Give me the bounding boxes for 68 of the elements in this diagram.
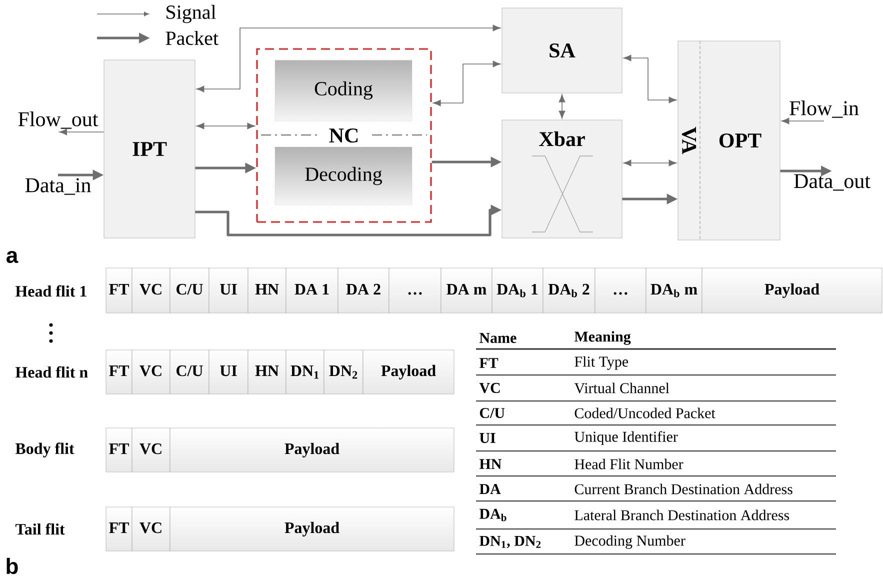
table-cell: C/U xyxy=(480,408,505,418)
port-label: Flow_out xyxy=(18,112,98,129)
signal-arrow xyxy=(781,118,824,124)
table-cell: DN$_{1}$, DN$_{2}$ xyxy=(479,536,541,548)
table-cell: Decoding Number xyxy=(574,535,686,549)
table-cell: DA xyxy=(479,484,501,494)
row-label: Head flit n xyxy=(15,366,88,378)
field-cell: VC xyxy=(132,350,170,394)
arbiter-block: SA xyxy=(502,8,622,94)
table-cell: Virtual Channel xyxy=(574,382,670,394)
field-cell: VC xyxy=(132,428,170,472)
coding-block: Coding xyxy=(274,60,412,122)
column-header: Meaning xyxy=(574,331,631,345)
field-cell: … xyxy=(594,268,646,314)
table-cell: HN xyxy=(479,459,502,469)
field-cell: VC xyxy=(132,506,170,552)
panel-letter: b xyxy=(6,558,18,574)
crossbar-block: Xbar xyxy=(502,120,622,238)
port-label: Data_in xyxy=(25,178,91,195)
table-cell: Flit Type xyxy=(574,356,628,370)
field-cell: HN xyxy=(248,350,286,394)
field-cell: DA$_{b}$ 2 xyxy=(542,268,596,314)
table-cell: FT xyxy=(479,358,498,368)
legend-label: Signal xyxy=(166,4,216,24)
table-cell: Unique Identifier xyxy=(574,431,678,445)
signal-arrow xyxy=(59,128,104,136)
field-cell: DA 1 xyxy=(286,268,338,314)
row-label: Body flit xyxy=(15,442,74,458)
signal-arrow xyxy=(623,160,677,166)
table-cell: Lateral Branch Destination Address xyxy=(574,510,790,520)
field-cell: DA 2 xyxy=(338,268,390,314)
field-cell: DA m xyxy=(440,268,492,314)
table-cell: DA$_{b}$ xyxy=(479,508,506,522)
field-cell: VC xyxy=(132,268,170,314)
column-header: Name xyxy=(480,333,516,343)
port-label: Flow_in xyxy=(790,100,859,118)
row-label: Head flit 1 xyxy=(15,285,86,297)
port-label: Data_out xyxy=(794,174,870,191)
field-cell: C/U xyxy=(170,268,210,314)
field-cell: DN$_{1}$ xyxy=(286,350,324,394)
signal-arrow xyxy=(623,54,677,104)
row-label: Tail flit xyxy=(15,523,65,535)
table-cell: Current Branch Destination Address xyxy=(574,484,792,494)
table-cell: VC xyxy=(479,382,500,394)
table-cell: UI xyxy=(480,433,496,443)
field-cell: FT xyxy=(106,268,132,314)
field-cell: FT xyxy=(106,350,132,394)
table-cell: Coded/Uncoded Packet xyxy=(574,408,716,418)
panel-letter: a xyxy=(6,250,18,264)
field-cell: FT xyxy=(106,428,132,472)
legend-label: Packet xyxy=(166,30,218,46)
signal-arrow xyxy=(196,122,256,130)
table-cell: Head Flit Number xyxy=(574,458,684,470)
signal-arrow xyxy=(433,60,501,106)
field-cell: FT xyxy=(106,506,132,552)
field-cell: … xyxy=(388,268,442,314)
router-block: IPT xyxy=(104,60,196,238)
field-cell: HN xyxy=(248,268,286,314)
signal-arrow xyxy=(558,94,566,119)
field-cell: DA$_{b}$ 1 xyxy=(492,268,544,314)
decoding-block: Decoding xyxy=(274,146,412,206)
field-cell: DA$_{b}$ m xyxy=(646,268,702,314)
field-cell: C/U xyxy=(170,350,210,394)
signal-arrow xyxy=(196,24,501,92)
field-cell: UI xyxy=(208,268,248,314)
allocator-strip: VA xyxy=(682,40,700,240)
field-cell: UI xyxy=(208,350,248,394)
field-cell: DN$_{2}$ xyxy=(324,350,364,394)
